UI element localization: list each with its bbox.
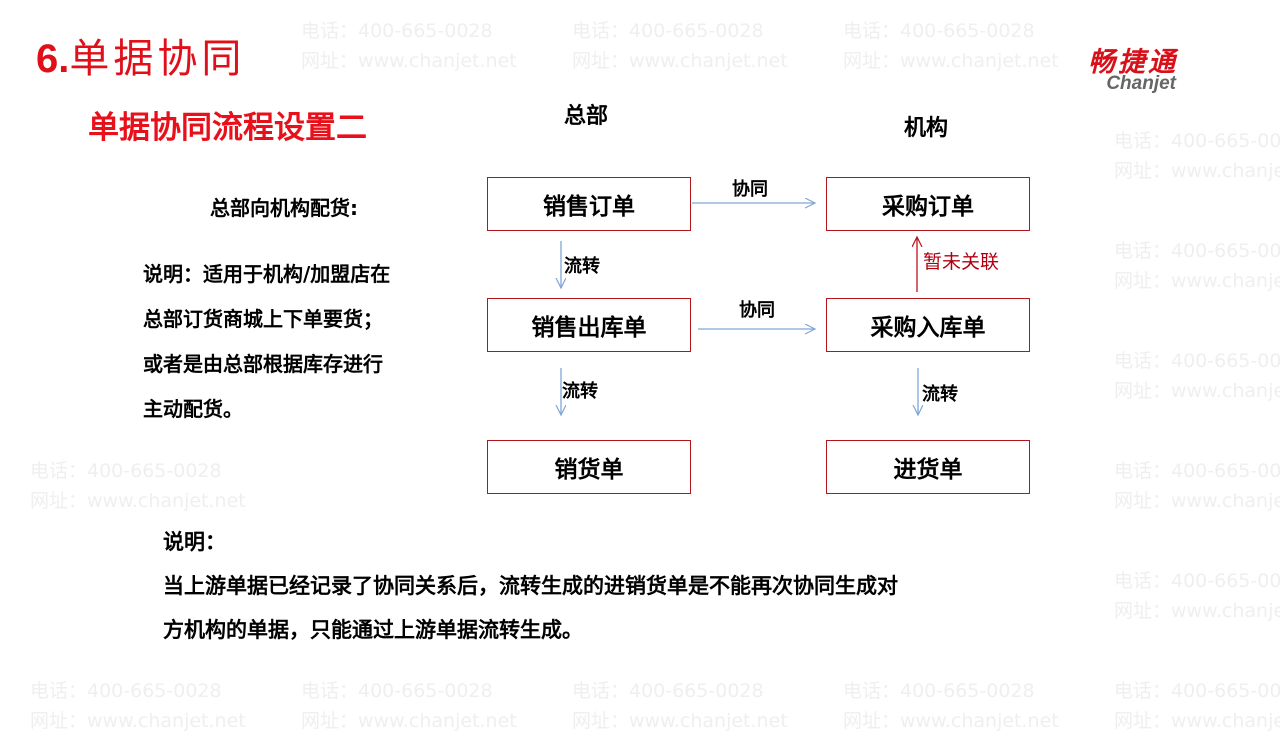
side-label: 总部向机构配货: (210, 196, 358, 220)
watermark-tile: 电话：400-665-0028 网址：www.chanjet.net (1114, 346, 1280, 406)
watermark-tile: 电话：400-665-0028 网址：www.chanjet.net (1114, 126, 1280, 186)
watermark-tile: 电话：400-665-0028 网址：www.chanjet.net (1114, 236, 1280, 296)
watermark-phone: 电话：400-665-0028 (30, 460, 222, 482)
watermark-phone: 电话：400-665-0028 (843, 20, 1035, 42)
description-label: 说明： (143, 262, 203, 286)
description: 说明：适用于机构/加盟店在总部订货商城上下单要货；或者是由总部根据库存进行主动配… (143, 252, 393, 432)
column-head-org: 机构 (904, 116, 949, 141)
watermark-url: 网址：www.chanjet.net (843, 50, 1059, 72)
watermark-tile: 电话：400-665-0028 网址：www.chanjet.net (1114, 566, 1280, 626)
box-sales-order: 销售订单 (487, 177, 691, 231)
note-line-1: 当上游单据已经记录了协同关系后，流转生成的进销货单是不能再次协同生成对 (163, 574, 898, 598)
flow-arrows (0, 0, 1280, 720)
note-label: 说明： (163, 530, 226, 554)
watermark-tile: 电话：400-665-0028 网址：www.chanjet.net (843, 16, 1059, 76)
watermark-phone: 电话：400-665-0028 (1114, 350, 1280, 372)
watermark-url: 网址：www.chanjet.net (572, 50, 788, 72)
page-title: 6.单据协同 (36, 26, 245, 84)
watermark-phone: 电话：400-665-0028 (1114, 460, 1280, 482)
note: 说明： 当上游单据已经记录了协同关系后，流转生成的进销货单是不能再次协同生成对 … (163, 520, 898, 652)
logo-cn: 畅捷通 (1088, 47, 1178, 78)
watermark-url: 网址：www.chanjet.net (1114, 600, 1280, 622)
watermark-url: 网址：www.chanjet.net (301, 50, 517, 72)
watermark-phone: 电话：400-665-0028 (572, 680, 764, 702)
box-purchase-order: 采购订单 (826, 177, 1030, 231)
watermark-tile: 电话：400-665-0028 网址：www.chanjet.net (30, 456, 246, 516)
watermark-phone: 电话：400-665-0028 (30, 680, 222, 702)
watermark-tile: 电话：400-665-0028 网址：www.chanjet.net (572, 16, 788, 76)
watermark-tile: 电话：400-665-0028 网址：www.chanjet.net (301, 16, 517, 76)
chanjet-logo: 畅捷通 Chanjet (1088, 40, 1178, 95)
watermark-url: 网址：www.chanjet.net (1114, 380, 1280, 402)
label-collab-2: 协同 (739, 300, 775, 321)
label-flow-1: 流转 (564, 256, 600, 277)
column-head-hq: 总部 (564, 104, 609, 129)
logo-en: Chanjet (1106, 73, 1176, 94)
label-not-linked: 暂未关联 (923, 251, 1000, 273)
label-collab-1: 协同 (732, 179, 768, 200)
note-line-2: 方机构的单据，只能通过上游单据流转生成。 (163, 618, 583, 642)
box-sales-outbound: 销售出库单 (487, 298, 691, 352)
description-text: 适用于机构/加盟店在总部订货商城上下单要货；或者是由总部根据库存进行主动配货。 (143, 262, 391, 421)
watermark-phone: 电话：400-665-0028 (301, 680, 493, 702)
box-purchase-invoice: 进货单 (826, 440, 1030, 494)
watermark-phone: 电话：400-665-0028 (843, 680, 1035, 702)
section-title: 单据协同 (69, 36, 246, 82)
watermark-phone: 电话：400-665-0028 (1114, 570, 1280, 592)
section-number: 6. (36, 37, 70, 81)
watermark-phone: 电话：400-665-0028 (1114, 680, 1280, 702)
watermark-url: 网址：www.chanjet.net (30, 490, 246, 512)
watermark-url: 网址：www.chanjet.net (1114, 270, 1280, 292)
label-flow-3: 流转 (922, 384, 958, 405)
box-purchase-inbound: 采购入库单 (826, 298, 1030, 352)
watermark-url: 网址：www.chanjet.net (1114, 160, 1280, 182)
watermark-phone: 电话：400-665-0028 (572, 20, 764, 42)
watermark-tile: 电话：400-665-0028 网址：www.chanjet.net (1114, 456, 1280, 516)
watermark-url: 网址：www.chanjet.net (1114, 490, 1280, 512)
subtitle: 单据协同流程设置二 (88, 110, 367, 146)
watermark-phone: 电话：400-665-0028 (1114, 240, 1280, 262)
label-flow-2: 流转 (562, 381, 598, 402)
watermark-phone: 电话：400-665-0028 (301, 20, 493, 42)
box-sales-invoice: 销货单 (487, 440, 691, 494)
watermark-phone: 电话：400-665-0028 (1114, 130, 1280, 152)
